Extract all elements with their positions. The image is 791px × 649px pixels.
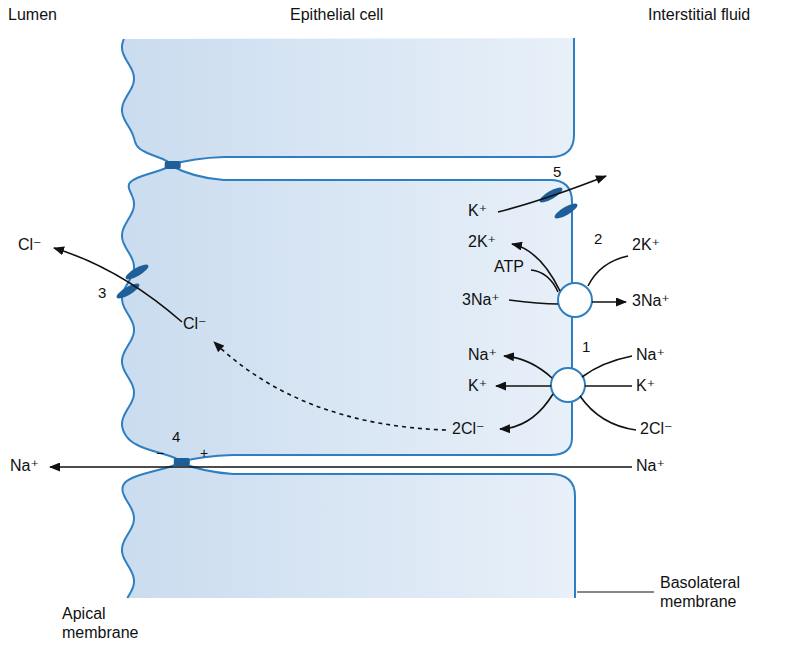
ion-label: Na⁺ bbox=[636, 346, 665, 364]
flux-arrows bbox=[50, 176, 654, 592]
na-k-pump bbox=[558, 283, 592, 317]
structure-label: Basolateral membrane bbox=[660, 573, 772, 611]
cl-channel bbox=[124, 262, 151, 282]
ion-label: 3Na⁺ bbox=[462, 291, 500, 309]
ion-label: K⁺ bbox=[468, 202, 487, 220]
ion-label: Na⁺ bbox=[10, 457, 39, 475]
ion-label: Na⁺ bbox=[636, 457, 665, 475]
region-label: Lumen bbox=[8, 6, 57, 24]
callout-number: 3 bbox=[98, 284, 106, 302]
charge-sign: − bbox=[156, 444, 164, 462]
callout-number: 5 bbox=[553, 163, 561, 181]
upper-cell bbox=[122, 38, 574, 165]
ion-label: Cl⁻ bbox=[183, 315, 207, 333]
k-channel bbox=[553, 201, 580, 221]
tight-junction bbox=[165, 161, 181, 169]
epithelial-cells bbox=[122, 38, 575, 598]
cl-channel bbox=[115, 281, 142, 301]
ion-label: K⁺ bbox=[636, 377, 655, 395]
ion-label: 3Na⁺ bbox=[632, 292, 670, 310]
ion-label: Cl⁻ bbox=[18, 236, 42, 254]
structure-label: Apical membrane bbox=[62, 604, 158, 642]
ion-label: K⁺ bbox=[468, 377, 487, 395]
k-channel bbox=[538, 185, 565, 205]
ion-label: 2K⁺ bbox=[468, 233, 496, 251]
tight-junction bbox=[174, 458, 190, 466]
callout-number: 2 bbox=[594, 230, 602, 248]
region-label: Epithelial cell bbox=[290, 6, 383, 24]
ion-label: ATP bbox=[494, 258, 524, 276]
ion-label: 2K⁺ bbox=[632, 236, 660, 254]
ion-label: Na⁺ bbox=[468, 346, 497, 364]
ion-label: 2Cl⁻ bbox=[640, 420, 672, 438]
ion-label: 2Cl⁻ bbox=[452, 420, 484, 438]
callout-number: 1 bbox=[582, 338, 590, 356]
lower-cell bbox=[122, 462, 575, 598]
region-label: Interstitial fluid bbox=[648, 6, 750, 24]
charge-sign: + bbox=[200, 444, 208, 462]
callout-number: 4 bbox=[172, 428, 180, 446]
